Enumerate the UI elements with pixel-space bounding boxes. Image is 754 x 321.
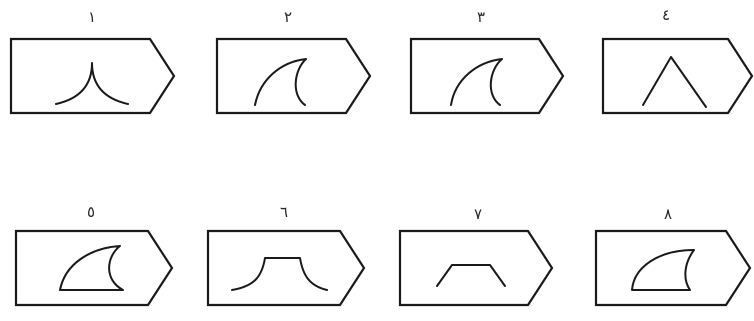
figure-number: ٧ <box>474 205 482 223</box>
figure-card-4: ٤ <box>603 6 752 113</box>
figure-card-5: ٥ <box>16 203 172 305</box>
arrow-tag-shape <box>411 39 563 113</box>
arrow-tag-shape <box>11 39 174 113</box>
figure-card-1: ١ <box>11 8 174 113</box>
arrow-tag-shape <box>603 39 752 113</box>
figure-number: ٢ <box>284 8 292 26</box>
figure-card-8: ٨ <box>596 205 750 305</box>
figure-number: ٣ <box>477 8 485 26</box>
arrow-tag-shape <box>400 231 552 305</box>
arrow-tag-shape <box>217 39 370 113</box>
figure-number: ١ <box>88 8 96 26</box>
figure-number: ٦ <box>280 203 288 221</box>
figure-card-6: ٦ <box>208 203 364 305</box>
arrow-tag-shape <box>208 231 364 305</box>
arrow-tag-shape <box>596 231 750 305</box>
figure-card-3: ٣ <box>411 8 563 113</box>
figure-number: ٨ <box>664 205 672 223</box>
figure-number: ٥ <box>87 203 95 221</box>
figure-card-7: ٧ <box>400 205 552 305</box>
arrow-tag-shape <box>16 231 172 305</box>
figure-card-2: ٢ <box>217 8 370 113</box>
figure-number: ٤ <box>662 6 670 24</box>
